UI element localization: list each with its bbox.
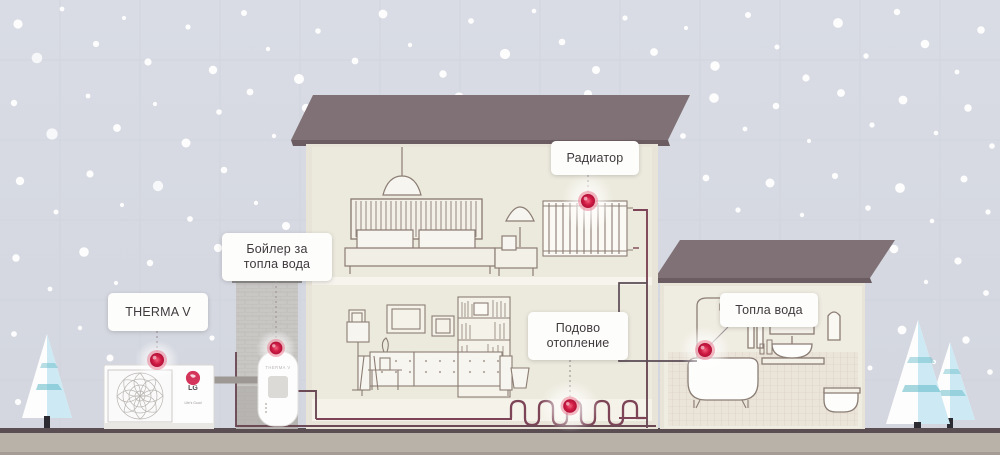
callout-radiator-text: Радиатор: [566, 150, 624, 165]
tank-brand-text: THERMA V: [265, 365, 290, 370]
marker-outdoor-unit[interactable]: [147, 350, 167, 370]
marker-boiler-tank[interactable]: [267, 339, 285, 357]
callout-boiler-text: Бойлер за топла вода: [243, 242, 311, 271]
marker-radiator[interactable]: [578, 191, 598, 211]
hotspot-markers: [147, 191, 715, 416]
callout-therma-v[interactable]: THERMA V: [108, 293, 208, 331]
ground-line: [0, 428, 1000, 433]
callout-hot-water[interactable]: Топла вода: [720, 293, 818, 327]
tank-indicators: [264, 402, 268, 414]
marker-bathtub[interactable]: [695, 340, 715, 360]
lg-tagline-text: Life's Good: [184, 401, 201, 405]
fan-grille: [116, 372, 164, 420]
callout-floor-heating[interactable]: Подово отопление: [528, 312, 628, 360]
ground-band: [0, 433, 1000, 455]
water-tank: THERMA V: [257, 351, 299, 427]
piping-network: [213, 209, 697, 428]
lg-brand-text: LG: [188, 385, 198, 392]
marker-floor-coil[interactable]: [560, 396, 580, 416]
callout-therma-v-text: THERMA V: [125, 304, 191, 319]
outdoor-unit: LG Life's Good: [103, 364, 215, 429]
callout-boiler[interactable]: Бойлер за топла вода: [222, 233, 332, 281]
bathroom-roof: [655, 240, 895, 278]
callout-hot-water-text: Топла вода: [735, 302, 803, 317]
callout-floor-heating-text: Подово отопление: [546, 321, 610, 350]
livingroom-furniture: [346, 296, 530, 398]
callout-radiator[interactable]: Радиатор: [551, 141, 639, 175]
main-roof: [291, 95, 690, 146]
ground-shadow: [0, 452, 1000, 455]
bedroom-furniture: [344, 147, 538, 276]
